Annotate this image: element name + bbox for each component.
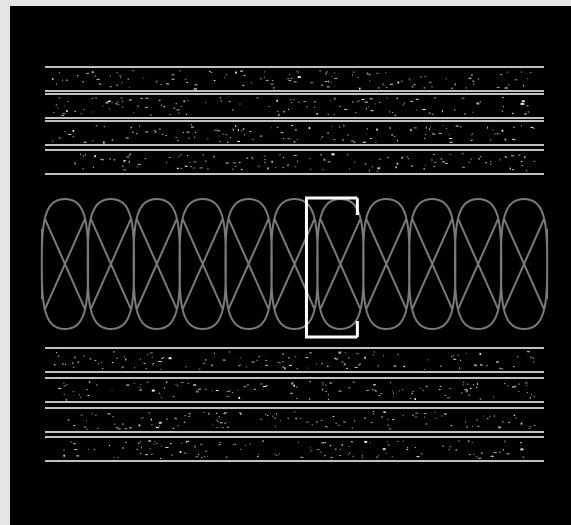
insulation-loops	[42, 199, 547, 329]
lower-layer-speckle-1	[58, 381, 535, 401]
upper-layer-speckle-0	[52, 70, 531, 90]
section-drawing	[10, 6, 571, 525]
lower-layer-speckle-0	[54, 351, 534, 370]
upper-layer-speckle-2	[52, 124, 535, 143]
upper-layer-speckle-1	[53, 97, 529, 116]
upper-speckled-layers	[45, 67, 544, 174]
batt-insulation	[42, 199, 547, 329]
upper-layer-speckle-3	[74, 153, 535, 172]
lower-speckled-layers	[45, 348, 544, 461]
lower-layer-speckle-2	[68, 411, 536, 430]
drawing-canvas[interactable]	[10, 6, 571, 525]
lower-layer-speckle-3	[63, 440, 524, 459]
